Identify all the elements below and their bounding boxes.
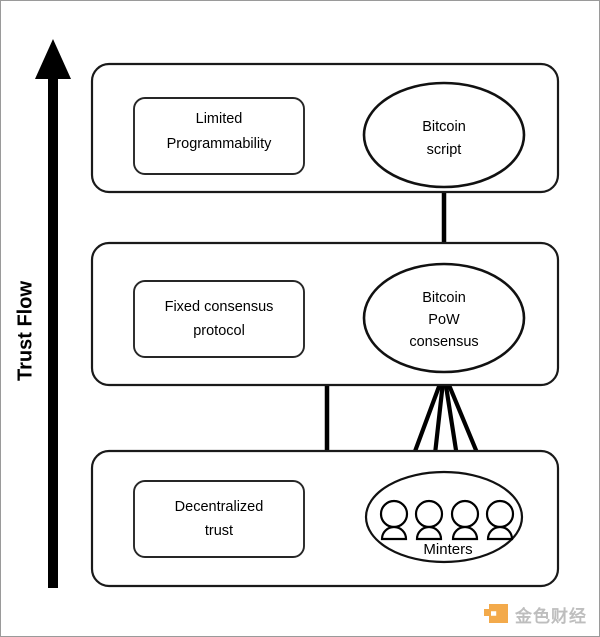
trust-flow-label: Trust Flow <box>14 281 36 381</box>
person-icon-head <box>414 499 444 529</box>
layer-band-top: Limited Programmability Bitcoin script <box>90 62 560 194</box>
person-icon-body <box>380 525 408 541</box>
watermark-text: 金色财经 <box>515 606 587 626</box>
person-icon-body <box>415 525 443 541</box>
minter-person-4[interactable] <box>485 499 515 541</box>
node-bitcoin-pow-consensus-line1: Bitcoin <box>422 290 466 306</box>
node-bitcoin-pow-consensus[interactable] <box>362 262 526 374</box>
up-arrow-icon <box>35 39 71 79</box>
node-bitcoin-pow-consensus-line3: consensus <box>409 334 478 350</box>
person-icon-head <box>379 499 409 529</box>
minter-person-1[interactable] <box>379 499 409 541</box>
watermark: 金色财经 <box>484 604 587 628</box>
minter-person-2[interactable] <box>414 499 444 541</box>
node-bitcoin-pow-consensus-line2: PoW <box>428 312 460 328</box>
box-decentralized-trust-line2: trust <box>205 523 233 539</box>
node-bitcoin-script[interactable] <box>362 81 526 189</box>
box-limited-programmability[interactable] <box>133 97 305 175</box>
node-minters-label: Minters <box>423 541 472 558</box>
box-fixed-consensus-protocol-line2: protocol <box>193 323 245 339</box>
box-limited-programmability-line1: Limited <box>196 111 243 127</box>
person-icon-head <box>485 499 515 529</box>
arrow-shaft <box>48 73 58 588</box>
layer-band-middle: Fixed consensus protocol Bitcoin PoW con… <box>90 241 560 387</box>
logo-dot <box>484 609 491 616</box>
person-icon-body <box>486 525 514 541</box>
layer-band-bottom: Decentralized trust Minters <box>90 449 560 588</box>
person-icon-body <box>451 525 479 541</box>
trust-flow-arrow-group <box>35 39 71 588</box>
logo-square <box>489 604 508 623</box>
node-bitcoin-script-line2: script <box>427 142 462 158</box>
box-fixed-consensus-protocol-line1: Fixed consensus <box>165 299 274 315</box>
box-limited-programmability-line2: Programmability <box>167 136 272 152</box>
box-decentralized-trust[interactable] <box>133 480 305 558</box>
box-fixed-consensus-protocol[interactable] <box>133 280 305 358</box>
person-icon-head <box>450 499 480 529</box>
minter-person-3[interactable] <box>450 499 480 541</box>
box-decentralized-trust-line1: Decentralized <box>175 499 264 515</box>
jinse-logo-icon <box>484 604 508 628</box>
node-bitcoin-script-line1: Bitcoin <box>422 119 466 135</box>
